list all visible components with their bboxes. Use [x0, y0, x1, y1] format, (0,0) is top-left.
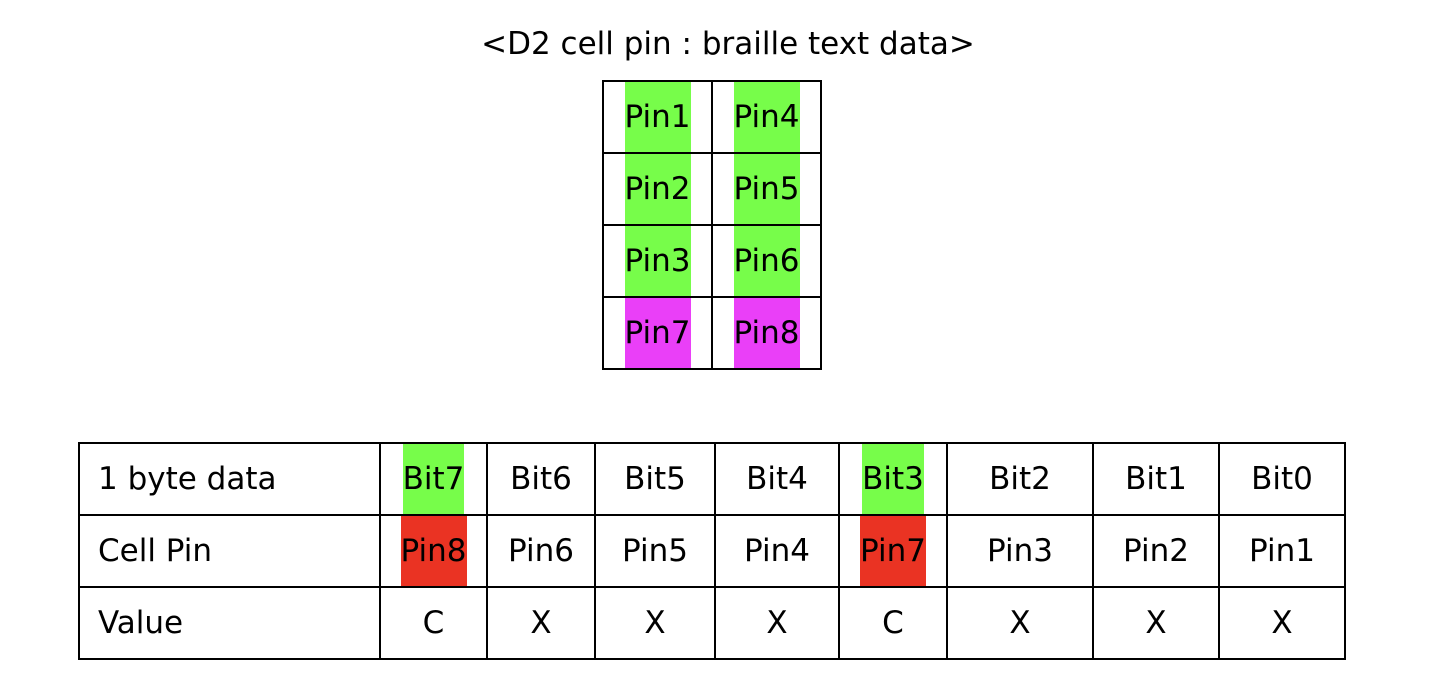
- cell-value: Pin5: [622, 533, 688, 569]
- cell-value: C: [882, 605, 904, 641]
- cell-value: Pin1: [1249, 533, 1315, 569]
- mapping-table-cell: X: [714, 586, 840, 660]
- pin-label: Pin2: [624, 154, 691, 224]
- mapping-table-cell: Bit3: [838, 442, 948, 516]
- cell-value: Pin3: [987, 533, 1053, 569]
- cell-value: C: [422, 605, 445, 641]
- pin-label: Pin5: [733, 154, 800, 224]
- mapping-table-cell: X: [486, 586, 596, 660]
- mapping-table-cell: Pin7: [838, 514, 948, 588]
- cell-value: X: [1009, 605, 1031, 641]
- pin-grid-cell: Pin7: [602, 296, 713, 370]
- row-label: 1 byte data: [78, 442, 381, 516]
- cell-value: X: [530, 605, 552, 641]
- row-label: Value: [78, 586, 381, 660]
- cell-value: Pin8: [400, 516, 467, 586]
- page-title: <D2 cell pin : braille text data>: [481, 26, 975, 62]
- cell-value: Bit1: [1125, 461, 1187, 497]
- mapping-table-cell: Pin2: [1092, 514, 1220, 588]
- mapping-table-cell: X: [946, 586, 1094, 660]
- cell-value: Bit3: [862, 444, 924, 514]
- pin-grid-cell: Pin6: [711, 224, 822, 298]
- mapping-table-row: Cell Pin Pin8 Pin6 Pin5 Pin4 Pin7 Pin3 Pin2 Pin1: [78, 514, 1346, 588]
- pin-grid-row: Pin7 Pin8: [602, 296, 822, 370]
- cell-value: Bit6: [510, 461, 572, 497]
- pin-grid-cell: Pin5: [711, 152, 822, 226]
- mapping-table-cell: Pin8: [379, 514, 488, 588]
- pin-label: Pin8: [733, 298, 800, 368]
- mapping-table-cell: Bit0: [1218, 442, 1346, 516]
- mapping-table-cell: Bit4: [714, 442, 840, 516]
- pin-grid-row: Pin3 Pin6: [602, 224, 822, 298]
- cell-value: Bit7: [402, 444, 465, 514]
- mapping-table-cell: Pin3: [946, 514, 1094, 588]
- pin-grid-cell: Pin8: [711, 296, 822, 370]
- mapping-table-cell: Bit6: [486, 442, 596, 516]
- mapping-table-row: Value C X X X C X X X: [78, 586, 1346, 660]
- cell-value: X: [766, 605, 788, 641]
- pin-label: Pin3: [624, 226, 691, 296]
- row-label: Cell Pin: [78, 514, 381, 588]
- cell-value: Pin4: [744, 533, 810, 569]
- mapping-table-row: 1 byte data Bit7 Bit6 Bit5 Bit4 Bit3 Bit2 Bit1 B…: [78, 442, 1346, 516]
- mapping-table-cell: Bit1: [1092, 442, 1220, 516]
- pin-label: Pin4: [733, 82, 800, 152]
- pin-label: Pin6: [733, 226, 800, 296]
- mapping-table-cell: Bit2: [946, 442, 1094, 516]
- mapping-table-cell: X: [1092, 586, 1220, 660]
- mapping-table-cell: Pin5: [594, 514, 716, 588]
- mapping-table-cell: Bit7: [379, 442, 488, 516]
- cell-value: X: [1271, 605, 1293, 641]
- pin-label: Pin1: [624, 82, 691, 152]
- mapping-table-cell: Pin6: [486, 514, 596, 588]
- pin-grid-cell: Pin4: [711, 80, 822, 154]
- cell-value: Bit0: [1251, 461, 1313, 497]
- cell-value: Bit5: [624, 461, 686, 497]
- cell-value: Bit2: [989, 461, 1051, 497]
- byte-to-pin-mapping-table: 1 byte data Bit7 Bit6 Bit5 Bit4 Bit3 Bit2 Bit1 B…: [78, 442, 1346, 660]
- mapping-table-cell: X: [594, 586, 716, 660]
- pin-grid-row: Pin1 Pin4: [602, 80, 822, 154]
- pin-grid-cell: Pin2: [602, 152, 713, 226]
- mapping-table-cell: Pin1: [1218, 514, 1346, 588]
- pin-grid-cell: Pin1: [602, 80, 713, 154]
- mapping-table-cell: C: [838, 586, 948, 660]
- pin-grid-row: Pin2 Pin5: [602, 152, 822, 226]
- cell-value: X: [644, 605, 666, 641]
- mapping-table-cell: Bit5: [594, 442, 716, 516]
- cell-value: Pin6: [508, 533, 574, 569]
- cell-value: Pin7: [860, 516, 926, 586]
- mapping-table-cell: C: [379, 586, 488, 660]
- pin-grid-cell: Pin3: [602, 224, 713, 298]
- mapping-table-cell: X: [1218, 586, 1346, 660]
- cell-value: X: [1145, 605, 1167, 641]
- cell-value: Pin2: [1123, 533, 1189, 569]
- mapping-table-cell: Pin4: [714, 514, 840, 588]
- pin-label: Pin7: [624, 298, 691, 368]
- cell-value: Bit4: [746, 461, 808, 497]
